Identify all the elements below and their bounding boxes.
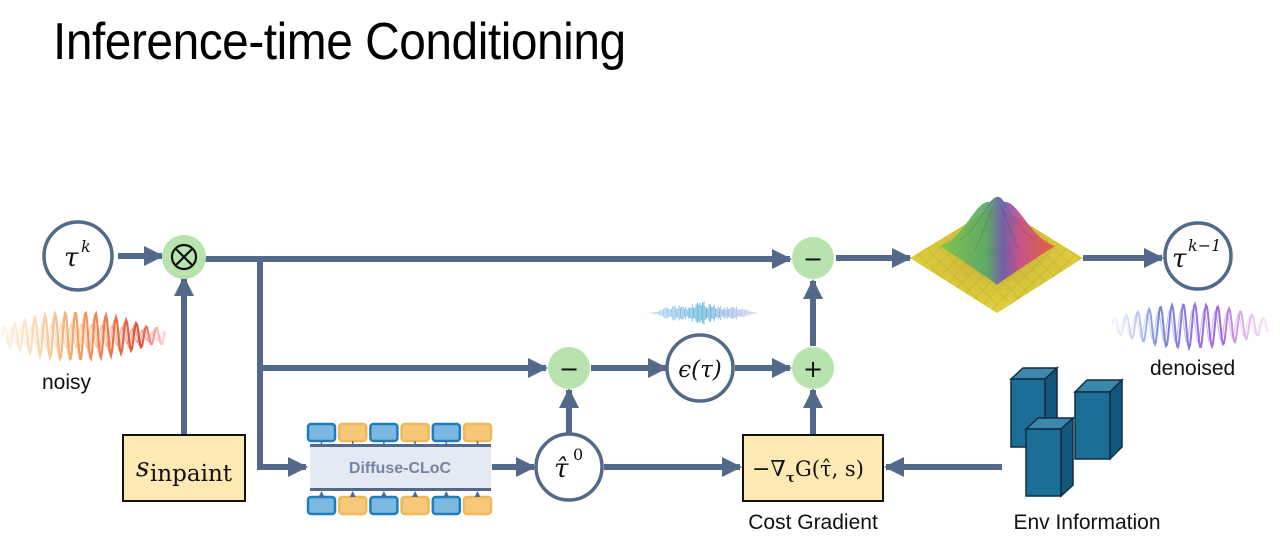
- cloc-output-token: [308, 424, 335, 441]
- cloc-output-token: [339, 424, 366, 441]
- cloc-connector: [412, 491, 418, 497]
- node-tau-hat-0: τ̂ 0: [536, 434, 602, 500]
- node-multiply-op: [162, 235, 206, 279]
- env-information-caption: Env Information: [1013, 511, 1160, 534]
- node-tau-k: τ k: [44, 222, 112, 290]
- tau-hat-symbol: τ̂: [554, 454, 569, 484]
- cost-gradient-expression: G(τ̂, s): [795, 457, 864, 481]
- epsilon-noise-waveform-icon: [648, 301, 757, 324]
- s-inpaint-symbol: s: [136, 453, 149, 483]
- plus-symbol: +: [803, 355, 823, 383]
- node-s-inpaint: s inpaint: [123, 435, 245, 501]
- node-tau-k-minus-1: τ k−1: [1165, 223, 1231, 289]
- cloc-output-token: [464, 424, 491, 441]
- tau-k-minus-1-superscript: k−1: [1188, 236, 1221, 255]
- cloc-connector: [350, 491, 356, 497]
- cloc-input-token: [370, 497, 397, 514]
- cloc-connector: [319, 491, 325, 497]
- cloc-output-token: [402, 424, 429, 441]
- denoised-caption: denoised: [1150, 357, 1235, 380]
- cloc-output-token: [433, 424, 460, 441]
- cloc-connector: [381, 491, 387, 497]
- gaussian-distribution-surface-icon: [910, 197, 1083, 313]
- cloc-connector: [475, 491, 481, 497]
- tau-hat-superscript: 0: [573, 445, 583, 464]
- tau-k-symbol: τ: [64, 243, 79, 273]
- noise-trace: [648, 301, 757, 324]
- cloc-input-token: [433, 497, 460, 514]
- minus-symbol-top: −: [803, 245, 823, 273]
- node-minus-op-top: −: [792, 237, 834, 279]
- node-diffuse-cloc: Diffuse-CLoC: [308, 424, 491, 514]
- tau-k-minus-1-symbol: τ: [1172, 244, 1187, 274]
- cloc-input-token: [464, 497, 491, 514]
- cloc-input-token: [402, 497, 429, 514]
- cloc-output-token: [370, 424, 397, 441]
- tau-k-superscript: k: [81, 237, 91, 256]
- node-minus-op-mid: −: [548, 347, 590, 389]
- node-plus-op: +: [792, 347, 834, 389]
- diffuse-cloc-label: Diffuse-CLoC: [349, 460, 452, 477]
- noisy-caption: noisy: [42, 371, 92, 394]
- s-inpaint-subscript: inpaint: [150, 461, 233, 487]
- node-cost-gradient: −∇ τ G(τ̂, s): [743, 435, 883, 501]
- noisy-waveform-icon: [2, 313, 165, 359]
- node-epsilon: ϵ(τ): [667, 335, 733, 401]
- cloc-input-token: [308, 497, 335, 514]
- denoised-waveform-icon: [1112, 304, 1268, 348]
- cost-gradient-subscript: τ: [786, 471, 795, 486]
- cost-gradient-caption: Cost Gradient: [748, 511, 878, 534]
- cloc-input-token: [339, 497, 366, 514]
- cloc-connector: [443, 491, 449, 497]
- cost-gradient-prefix: −∇: [752, 457, 786, 482]
- minus-symbol-mid: −: [559, 355, 579, 383]
- epsilon-label: ϵ(τ): [678, 357, 722, 383]
- env-information-blocks-icon: [1011, 368, 1122, 496]
